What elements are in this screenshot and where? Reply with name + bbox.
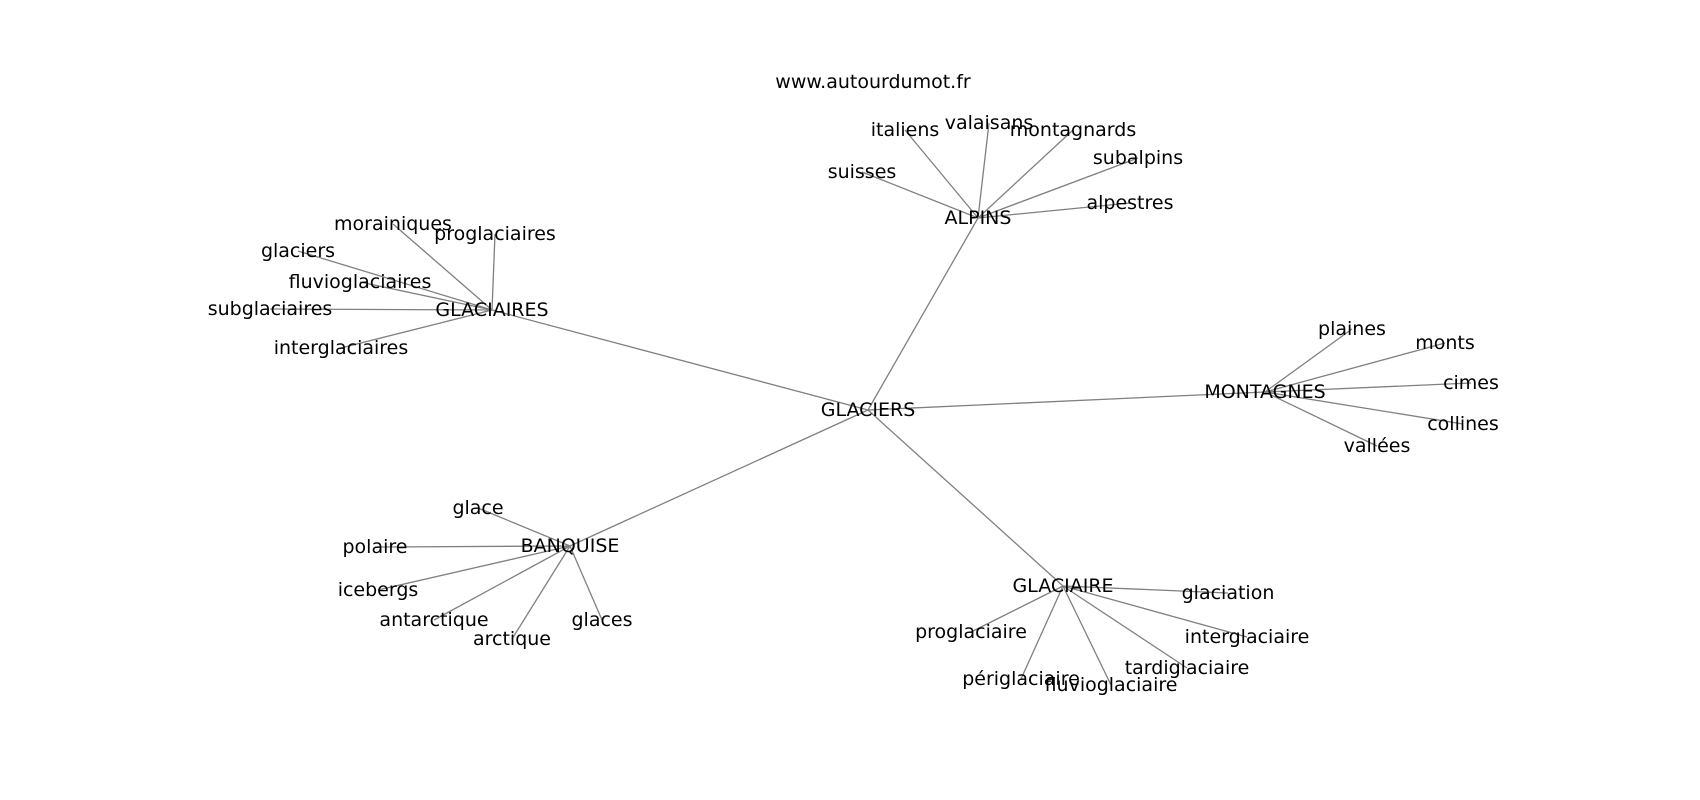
word-node-interglaciaires: interglaciaires <box>274 337 409 359</box>
edge-glaciaires-subglaciaires <box>269 308 493 311</box>
word-node-italiens: italiens <box>871 119 940 141</box>
word-node-alpestres: alpestres <box>1086 192 1173 214</box>
word-node-periglaciaire: périglaciaire <box>962 668 1080 690</box>
edge-montagnes-monts <box>1264 342 1446 393</box>
word-node-suisses: suisses <box>828 161 897 183</box>
word-node-antarctique: antarctique <box>379 609 488 631</box>
edge-glaciaires-fluvioglaciaires <box>359 281 493 311</box>
word-node-fluvioglaciaires: fluvioglaciaires <box>289 271 432 293</box>
edge-center-alpins <box>867 217 979 411</box>
hub-node-montagnes: MONTAGNES <box>1204 381 1325 403</box>
edge-alpins-alpestres <box>977 202 1131 219</box>
edge-center-glaciaire <box>867 409 1064 587</box>
center-node: GLACIERS <box>821 399 916 421</box>
edge-alpins-montagnards <box>977 129 1074 219</box>
word-node-subalpins: subalpins <box>1093 147 1183 169</box>
edge-center-glaciaires <box>491 309 869 411</box>
edge-banquise-polaire <box>374 545 571 548</box>
edge-center-montagnes <box>867 391 1266 411</box>
edge-glaciaire-glaciation <box>1062 585 1229 594</box>
word-node-subglaciaires: subglaciaires <box>208 298 333 320</box>
word-node-tardiglaciaire: tardiglaciaire <box>1125 657 1250 679</box>
edge-banquise-arctique <box>511 545 571 640</box>
edge-glaciaire-periglaciaire <box>1020 585 1064 680</box>
word-node-icebergs: icebergs <box>338 579 419 601</box>
edge-center-banquise <box>569 409 869 547</box>
word-node-proglaciaires: proglaciaires <box>434 223 556 245</box>
edge-glaciaire-tardiglaciaire <box>1062 585 1188 669</box>
word-node-proglaciaire: proglaciaire <box>915 621 1027 643</box>
word-node-polaire: polaire <box>343 536 408 558</box>
word-node-glaciation: glaciation <box>1182 582 1275 604</box>
hub-node-banquise: BANQUISE <box>521 535 620 557</box>
edge-glaciaires-interglaciaires <box>340 309 493 349</box>
watermark: www.autourdumot.fr <box>775 71 971 93</box>
edge-glaciaire-fluvioglaciaire <box>1062 585 1112 686</box>
word-node-glaciers: glaciers <box>261 240 335 262</box>
edge-banquise-antarctique <box>433 545 571 621</box>
edge-banquise-glace <box>477 507 571 547</box>
word-node-valaisans: valaisans <box>945 112 1034 134</box>
edge-montagnes-cimes <box>1264 382 1472 393</box>
hub-node-alpins: ALPINS <box>945 207 1012 229</box>
edge-glaciaire-proglaciaire <box>970 585 1064 633</box>
edge-glaciaire-interglaciaire <box>1062 585 1248 638</box>
edge-glaciaires-proglaciaires <box>491 233 496 311</box>
word-node-glaces: glaces <box>571 609 632 631</box>
edge-alpins-valaisans <box>977 122 990 219</box>
word-node-morainiques: morainiques <box>334 213 452 235</box>
edge-alpins-suisses <box>861 171 979 219</box>
graph-edges <box>269 122 1472 686</box>
word-node-montagnards: montagnards <box>1010 119 1136 141</box>
edge-montagnes-vallees <box>1264 391 1378 447</box>
edge-banquise-glaces <box>569 545 603 621</box>
hub-node-glaciaires: GLACIAIRES <box>435 299 548 321</box>
edge-glaciaires-glaciers <box>297 250 493 311</box>
word-node-cimes: cimes <box>1443 372 1499 394</box>
word-node-monts: monts <box>1415 332 1475 354</box>
edge-alpins-subalpins <box>977 157 1139 219</box>
edge-banquise-icebergs <box>377 545 571 591</box>
edge-montagnes-collines <box>1264 391 1464 425</box>
word-node-fluvioglaciaire: fluvioglaciaire <box>1045 674 1178 696</box>
word-node-vallees: vallées <box>1344 435 1411 457</box>
edge-alpins-italiens <box>904 129 979 219</box>
word-node-arctique: arctique <box>473 628 551 650</box>
word-node-collines: collines <box>1427 413 1499 435</box>
word-node-glace: glace <box>452 497 503 519</box>
word-node-plaines: plaines <box>1318 318 1386 340</box>
hub-node-glaciaire: GLACIAIRE <box>1012 575 1113 597</box>
edge-glaciaires-morainiques <box>392 223 493 311</box>
word-node-interglaciaire: interglaciaire <box>1185 626 1310 648</box>
edge-montagnes-plaines <box>1264 328 1353 393</box>
